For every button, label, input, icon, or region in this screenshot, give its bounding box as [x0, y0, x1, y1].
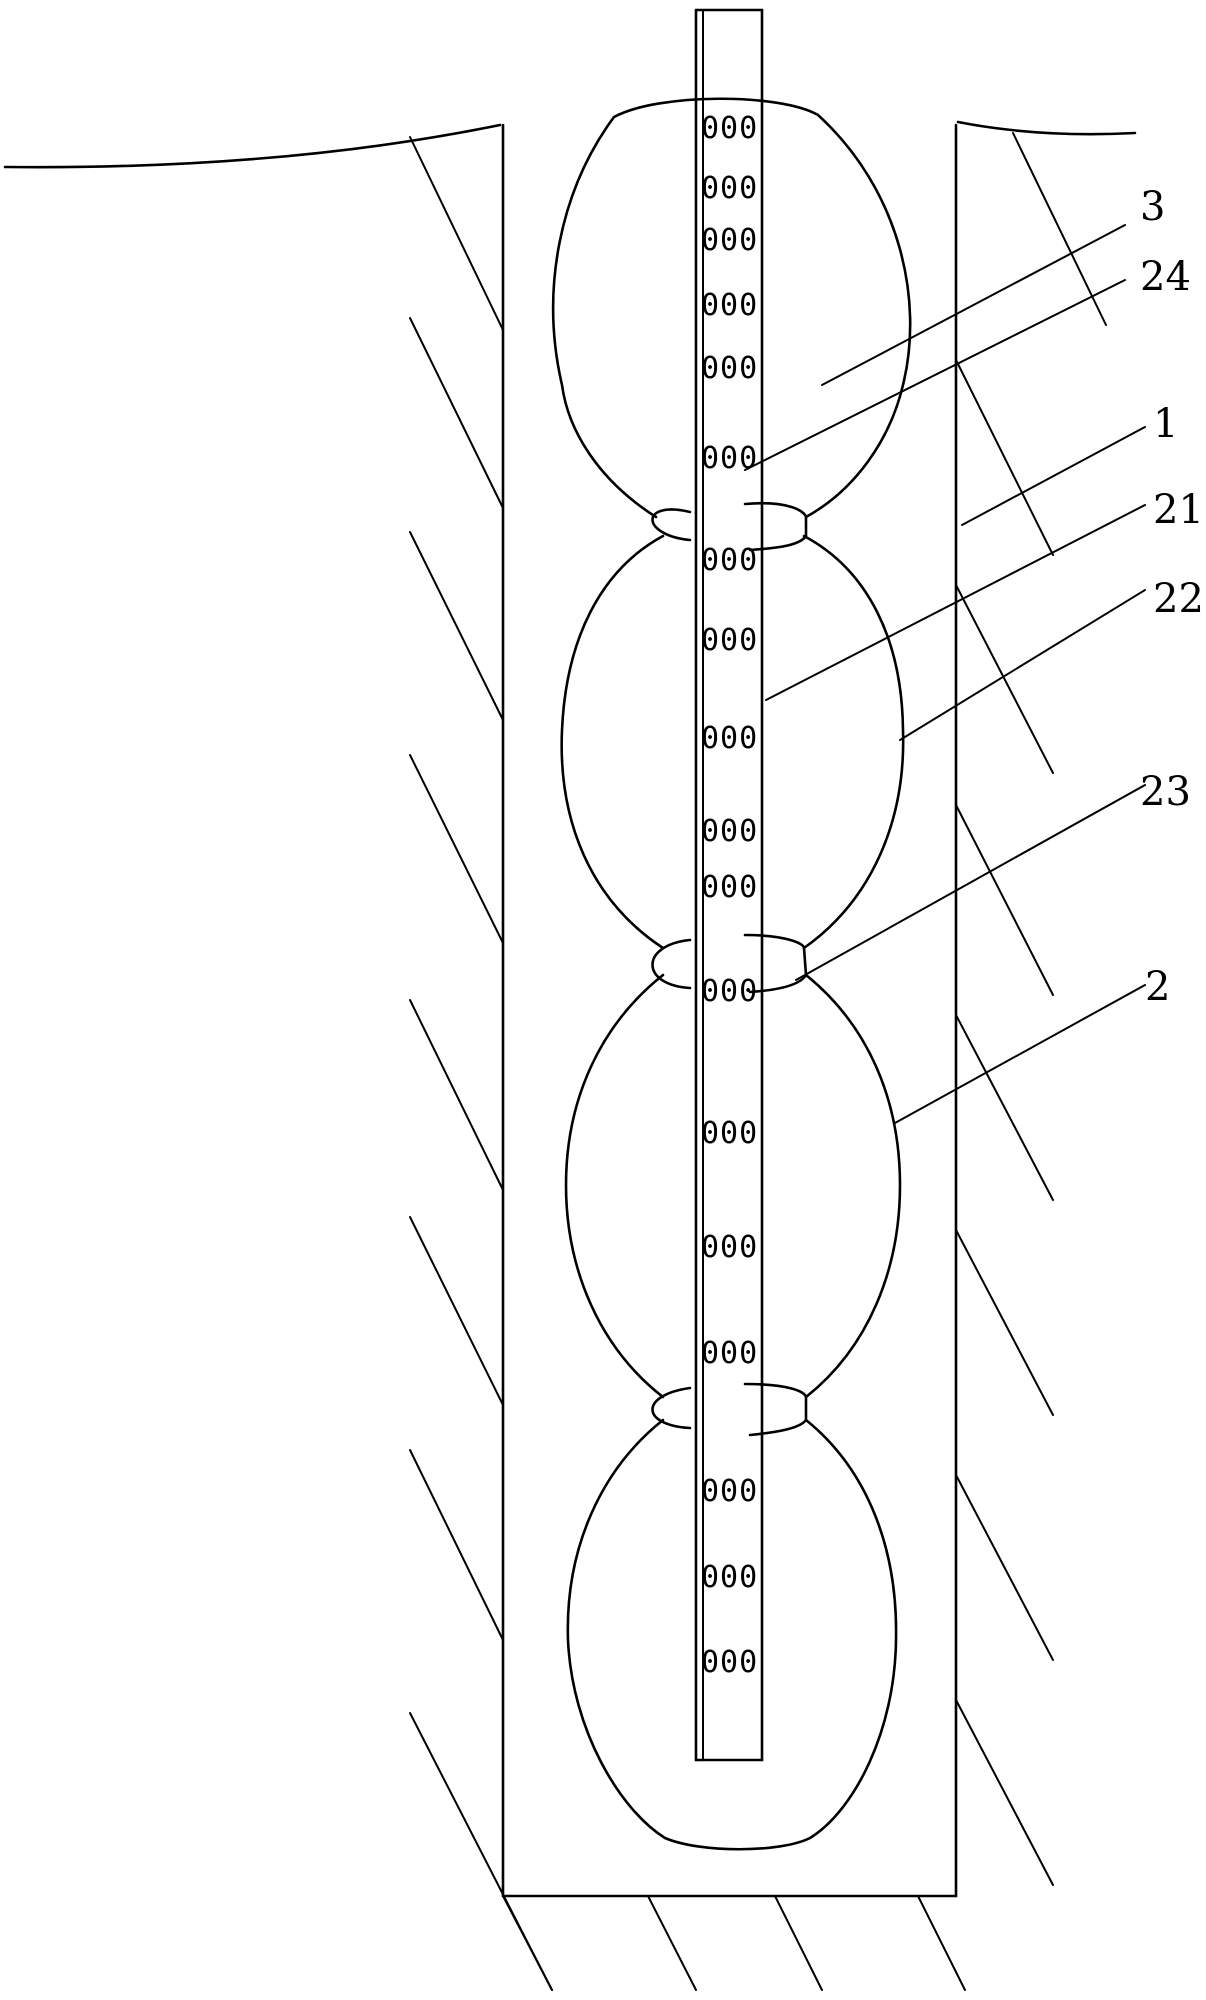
grout-bag-1 — [551, 97, 912, 519]
pipe-hole-row: 000 — [701, 721, 758, 756]
pipe-hole-row: 000 — [701, 543, 758, 578]
leader-lines — [744, 224, 1146, 1124]
tie-3 — [651, 1382, 808, 1437]
soil-hatch-right — [955, 132, 1107, 1886]
pipe-hole-row: 000 — [701, 870, 758, 905]
pipe-hole-row: 000 — [701, 1645, 758, 1680]
soil-hatch-bottom — [502, 1895, 966, 1991]
pipe-hole-row: 000 — [701, 171, 758, 206]
pipe-hole-row: 000 — [701, 814, 758, 849]
ground-surface-left — [3, 123, 502, 169]
pipe-hole-row: 000 — [701, 623, 758, 658]
label-21: 21 — [1153, 487, 1204, 533]
label-23: 23 — [1140, 769, 1191, 815]
pipe-hole-row: 000 — [701, 1336, 758, 1371]
soil-hatch-left — [409, 136, 553, 1991]
tie-2 — [651, 933, 808, 994]
tie-1 — [651, 501, 808, 552]
pipe-hole-row: 000 — [701, 351, 758, 386]
pipe-hole-row: 000 — [701, 1230, 758, 1265]
grout-bag-4 — [566, 1418, 898, 1851]
grout-bag-2 — [560, 534, 905, 950]
grout-bag-3 — [564, 973, 902, 1399]
grouting-pipe — [694, 8, 764, 1762]
pipe-holes: 000 000 000 000 000 000 000 000 000 000 000 000 000 0… — [701, 111, 758, 1680]
pipe-hole-row: 000 — [701, 1560, 758, 1595]
label-3: 3 — [1140, 184, 1165, 230]
ground-surface-right — [956, 120, 1137, 136]
borehole — [501, 123, 958, 1898]
pipe-hole-row: 000 — [701, 1474, 758, 1509]
label-22: 22 — [1153, 576, 1204, 622]
pipe-hole-row: 000 — [701, 223, 758, 258]
label-1: 1 — [1153, 401, 1178, 447]
pipe-hole-row: 000 — [701, 111, 758, 146]
pipe-hole-row: 000 — [701, 1116, 758, 1151]
pipe-hole-row: 000 — [701, 441, 758, 476]
pipe-hole-row: 000 — [701, 974, 758, 1009]
label-24: 24 — [1140, 254, 1191, 300]
pipe-hole-row: 000 — [701, 288, 758, 323]
label-2: 2 — [1145, 964, 1170, 1010]
